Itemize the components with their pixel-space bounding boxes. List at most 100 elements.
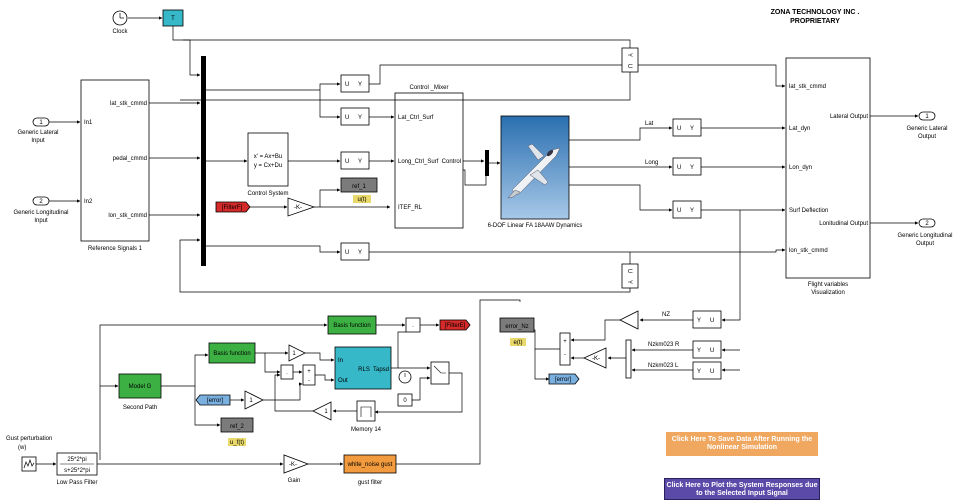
ref2-label: ref_2 <box>230 424 244 430</box>
low-pass-filter[interactable]: 25*2*pi s+25*2*pi Low Pass Filter <box>56 453 97 486</box>
gain-k-nz-label: -K- <box>592 356 600 362</box>
outport-1-label2: Output <box>918 134 936 140</box>
gain-nz[interactable] <box>620 311 638 329</box>
from-error[interactable]: [error] <box>196 395 230 405</box>
product-dot: · <box>412 324 414 330</box>
gust-label1: Gust perturbation <box>6 436 52 442</box>
flight-viz-block[interactable]: lat_stk_cmmd Lat_dyn Lon_dyn Surf Deflec… <box>786 58 870 296</box>
error-nz-block[interactable]: error_Nz e(t) <box>500 318 534 346</box>
uy-block-6[interactable]: U Y <box>673 158 701 175</box>
ref2-block[interactable]: ref_2 u_f(t) <box>221 418 253 446</box>
control-system-block[interactable]: x' = Ax+Bu y = Cx+Du Control System <box>247 133 288 197</box>
gust-label2: (w) <box>18 445 26 451</box>
inport-1-label1: Generic Lateral <box>17 130 58 136</box>
reference-signals-block[interactable]: In1 In2 lat_stk_cmmd pedal_cmmd lon_stk_… <box>81 80 149 252</box>
gain-1-top[interactable]: 1 <box>289 345 305 361</box>
basis-function-mid[interactable]: Basis function <box>209 343 255 363</box>
fv-p2: Lat_dyn <box>789 126 810 132</box>
fv-name2: Visualization <box>811 290 845 296</box>
goto-error[interactable]: [error] <box>549 374 579 384</box>
fv-name1: Flight variables <box>808 282 848 288</box>
gain-gust-label: Gain <box>288 478 301 484</box>
fv-p3: Lon_dyn <box>789 165 812 171</box>
yu-nzl[interactable]: Y U <box>693 362 721 379</box>
gain-k-main[interactable]: -K- <box>288 198 314 216</box>
control-mixer-block[interactable]: Control _Mixer Lat_Ctrl_Surf Long_Ctrl_S… <box>395 85 463 228</box>
fv-p1: lat_stk_cmmd <box>789 84 826 90</box>
uy4-u: U <box>345 250 349 256</box>
ref1-block[interactable]: ref_1 u(t) <box>341 178 377 203</box>
uy-block-5[interactable]: U Y <box>673 119 701 136</box>
sum-nz-lr <box>626 340 631 378</box>
gust-filter-label: gust filter <box>358 480 382 486</box>
uy-block-1[interactable]: U Y <box>341 75 369 92</box>
sum1-dot: · <box>286 371 288 377</box>
basis2-label: Basis function <box>213 351 250 357</box>
model-g-block[interactable]: Model G Second Path <box>119 374 161 411</box>
goto-t-block[interactable]: T <box>163 10 183 26</box>
yu-bot-y: Y <box>626 280 632 284</box>
uy7-y: Y <box>690 208 694 214</box>
rls-label: RLS <box>358 367 370 373</box>
uy1-y: Y <box>358 82 362 88</box>
signal-nz: NZ <box>662 312 670 318</box>
aircraft-name: 6-DOF Linear FA 18AAW Dynamics <box>488 223 583 229</box>
uy1-u: U <box>345 82 349 88</box>
ref-out1: lat_stk_cmmd <box>110 101 147 107</box>
mixer-p1: Lat_Ctrl_Surf <box>398 115 434 121</box>
clock-block[interactable]: Clock <box>112 11 128 35</box>
clock-small[interactable] <box>399 371 411 383</box>
memory-block[interactable]: Memory 14 <box>351 401 382 433</box>
uy-block-2[interactable]: U Y <box>341 108 369 125</box>
uy-block-3[interactable]: U Y <box>341 152 369 169</box>
second-path-label: Second Path <box>123 405 157 411</box>
gain-1-bottom[interactable]: 1 <box>313 402 331 420</box>
gain-1-error[interactable]: 1 <box>245 391 263 409</box>
white-noise-gust-block[interactable]: white_noise gust gust filter <box>344 455 396 486</box>
gain-k-nz[interactable]: -K- <box>584 348 606 368</box>
plot-responses-button[interactable]: Click Here to Plot the System Responses … <box>664 478 820 500</box>
save-data-button[interactable]: Click Here To Save Data After Running th… <box>666 432 818 456</box>
from-filterf[interactable]: [FilterF] <box>216 202 250 212</box>
yu-vertical-top[interactable]: Y U <box>622 48 638 72</box>
cs-eq2: y = Cx+Du <box>254 163 282 169</box>
inport-2-label2: Input <box>34 218 48 224</box>
uy-block-7[interactable]: U Y <box>673 201 701 218</box>
fv-o1: Lateral Output <box>830 114 868 120</box>
goto-filtere[interactable]: [FilterE] <box>440 320 470 330</box>
outport-2-label2: Output <box>916 241 934 247</box>
yu-nz[interactable]: Y U <box>693 311 721 328</box>
ref-in1: In1 <box>84 120 93 126</box>
sum2-minus: - <box>308 378 310 384</box>
basis1-label: Basis function <box>333 323 370 329</box>
uy6-u: U <box>677 165 681 171</box>
yu-nzl-y: Y <box>697 369 701 375</box>
mux-bar-main <box>201 56 206 266</box>
constant-0[interactable]: 0 <box>398 394 412 406</box>
rls-block[interactable]: In Out RLS Tapsd <box>335 347 391 389</box>
product-block[interactable]: · <box>406 318 420 332</box>
aircraft-dynamics-block[interactable]: 6-DOF Linear FA 18AAW Dynamics <box>488 116 583 229</box>
basis-function-top[interactable]: Basis function <box>328 316 376 334</box>
uy3-u: U <box>345 159 349 165</box>
fv-p4: Surf Deflection <box>789 208 828 214</box>
mixer-out: Control <box>442 159 461 165</box>
yu-nz-u: U <box>710 318 714 324</box>
mixer-title: Control _Mixer <box>409 85 448 91</box>
gain-gust[interactable]: -K- Gain <box>284 455 308 484</box>
sum-err-plus: + <box>563 339 567 345</box>
uy-block-4[interactable]: U Y <box>341 243 369 260</box>
gust-source[interactable]: Gust perturbation (w) <box>6 436 52 471</box>
sum-err-minus: - <box>564 352 566 358</box>
yu-nzr-u: U <box>710 348 714 354</box>
switch-block[interactable] <box>431 362 449 384</box>
yu-vertical-bottom[interactable]: U Y <box>622 264 638 288</box>
inport-2-label1: Generic Longitudinal <box>13 210 68 216</box>
goto-t-label: T <box>171 16 175 22</box>
yu-nzr[interactable]: Y U <box>693 341 721 358</box>
yu-nz-y: Y <box>697 318 701 324</box>
yu-bot-u: U <box>626 269 632 273</box>
cs-eq1: x' = Ax+Bu <box>254 154 283 160</box>
ref1-sub: u(t) <box>358 197 367 203</box>
